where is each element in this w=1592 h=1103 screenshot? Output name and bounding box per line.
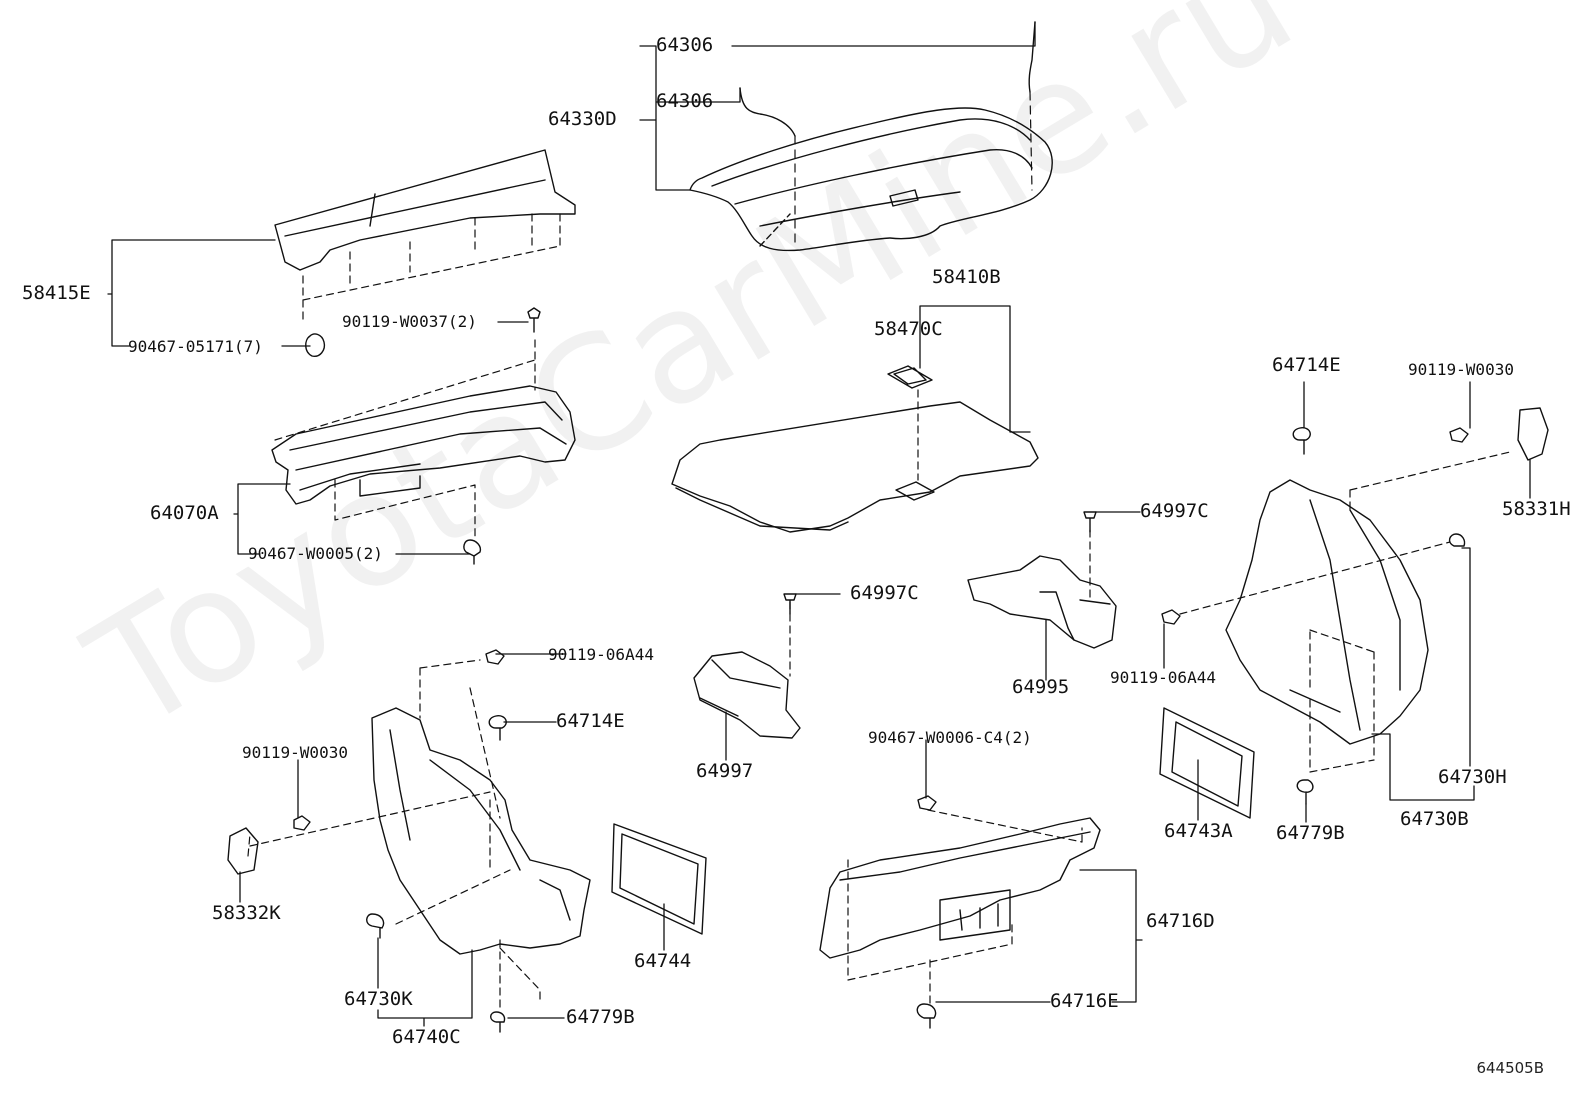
callout-90119-06A44-left[interactable]: 90119-06A44 (548, 645, 654, 664)
callout-64740C[interactable]: 64740C (392, 1026, 461, 1048)
clip-part (366, 913, 385, 939)
clip-part (490, 1011, 506, 1033)
callout-64779B-right[interactable]: 64779B (1276, 822, 1345, 844)
clip-part (916, 1003, 937, 1029)
tonneau-cover-part (689, 107, 1053, 252)
callout-64306-mid[interactable]: 64306 (656, 90, 714, 112)
screw-part (527, 307, 541, 333)
callout-90467-05171[interactable]: 90467-05171(7) (128, 337, 263, 356)
callout-64330D[interactable]: 64330D (548, 108, 617, 130)
callout-90119-06A44-right[interactable]: 90119-06A44 (1110, 668, 1216, 687)
bolt-part (485, 649, 505, 665)
callout-64744[interactable]: 64744 (634, 950, 692, 972)
bolt-part (917, 795, 937, 811)
bolt-part (1161, 609, 1181, 625)
callout-90467-W0006[interactable]: 90467-W0006-C4(2) (868, 728, 1032, 747)
callout-64716D[interactable]: 64716D (1146, 910, 1215, 932)
callout-64070A[interactable]: 64070A (150, 502, 219, 524)
callout-58470C[interactable]: 58470C (874, 318, 943, 340)
screw-part (1083, 511, 1097, 533)
rear-sill-plate-part (819, 817, 1101, 959)
storage-box-part (693, 651, 801, 739)
clip-part (463, 539, 482, 565)
cord-part (739, 87, 796, 137)
callout-64997[interactable]: 64997 (696, 760, 754, 782)
callout-90119-W0037[interactable]: 90119-W0037(2) (342, 312, 477, 331)
callout-58410B[interactable]: 58410B (932, 266, 1001, 288)
left-quarter-trim-part (371, 707, 591, 955)
callout-64730K[interactable]: 64730K (344, 988, 413, 1010)
cord-part (1028, 21, 1036, 93)
callout-64714E-left[interactable]: 64714E (556, 710, 625, 732)
callout-64716E[interactable]: 64716E (1050, 990, 1119, 1012)
diagram-code: 644505B (1476, 1059, 1544, 1077)
callout-58331H[interactable]: 58331H (1502, 498, 1571, 520)
bolt-part (293, 815, 311, 831)
rear-shelf-panel-part (274, 149, 576, 271)
callout-64779B-left[interactable]: 64779B (566, 1006, 635, 1028)
callout-58332K[interactable]: 58332K (212, 902, 281, 924)
clip-part (1292, 427, 1311, 455)
callout-90119-W0030-right[interactable]: 90119-W0030 (1408, 360, 1514, 379)
right-quarter-trim-part (1225, 479, 1429, 745)
side-bracket-part (967, 555, 1117, 649)
panel-64743A-part (1159, 707, 1255, 819)
callout-64743A[interactable]: 64743A (1164, 820, 1233, 842)
callout-64997C-mid[interactable]: 64997C (850, 582, 919, 604)
mat-clip-part (887, 365, 933, 389)
callout-64306-top[interactable]: 64306 (656, 34, 714, 56)
bracket-part (1517, 407, 1549, 461)
panel-64744-part (611, 823, 707, 935)
callout-90119-W0030-left[interactable]: 90119-W0030 (242, 743, 348, 762)
deck-board-part (271, 385, 576, 505)
clip-part (1448, 533, 1466, 547)
callout-64997C-right[interactable]: 64997C (1140, 500, 1209, 522)
callout-64714E-right[interactable]: 64714E (1272, 354, 1341, 376)
callout-90467-W0005[interactable]: 90467-W0005(2) (248, 544, 383, 563)
luggage-mat-part (671, 401, 1039, 533)
clip-part (1296, 779, 1314, 805)
bracket-part (227, 827, 259, 875)
clip-part (488, 715, 507, 741)
screw-part (783, 593, 797, 615)
callout-64995[interactable]: 64995 (1012, 676, 1070, 698)
clip-part (305, 333, 326, 357)
callout-64730B[interactable]: 64730B (1400, 808, 1469, 830)
callout-58415E[interactable]: 58415E (22, 282, 91, 304)
callout-64730H[interactable]: 64730H (1438, 766, 1507, 788)
bolt-part (1449, 427, 1469, 443)
leader-lines (107, 21, 1531, 1027)
